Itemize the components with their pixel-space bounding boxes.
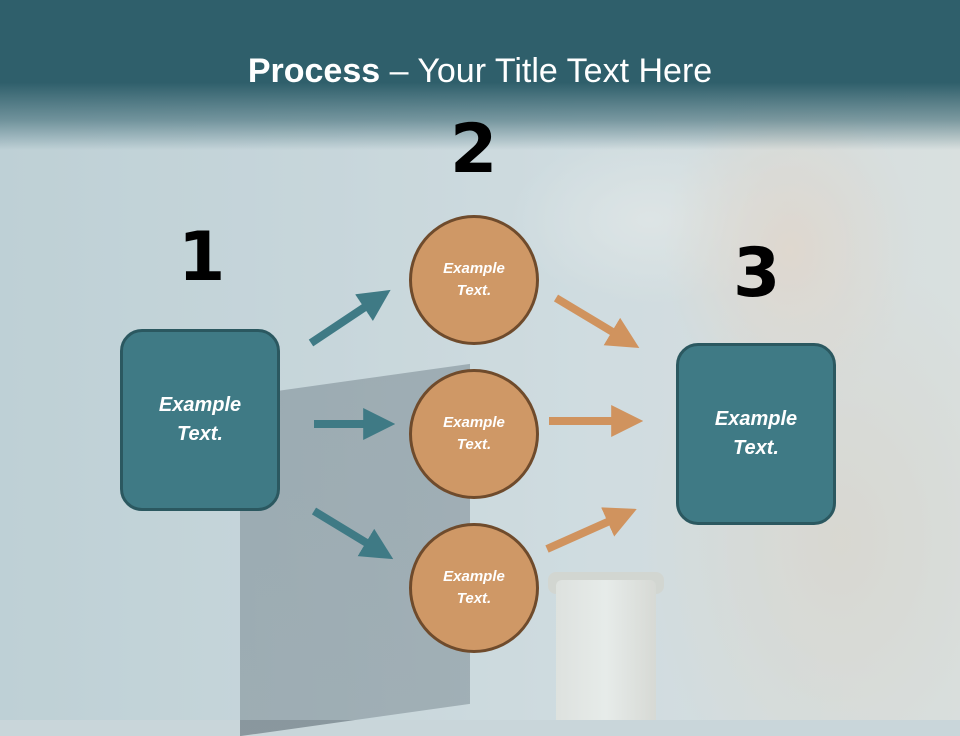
slide-title: Process – Your Title Text Here <box>0 52 960 91</box>
step-number-2: 2 <box>450 110 498 189</box>
step-2-top-circle: Example Text. <box>409 215 539 345</box>
step-number-1: 1 <box>178 218 226 297</box>
coffee-cup <box>556 580 656 720</box>
step-3-box: Example Text. <box>676 343 836 525</box>
arrow-1-to-top <box>308 289 391 347</box>
arrow-top-to-3 <box>553 294 640 348</box>
step-2-top-text: Example Text. <box>443 259 505 300</box>
header-band <box>0 0 960 150</box>
step-2-bottom-circle: Example Text. <box>409 523 539 653</box>
step-1-box: Example Text. <box>120 329 280 511</box>
title-rest: – Your Title Text Here <box>380 52 713 90</box>
step-2-middle-text: Example Text. <box>443 413 505 454</box>
title-bold: Process <box>247 52 381 90</box>
step-3-text: Example Text. <box>714 408 798 459</box>
step-number-3: 3 <box>733 234 781 313</box>
step-2-bottom-text: Example Text. <box>443 567 505 608</box>
arrow-bottom-to-3 <box>545 507 637 553</box>
arrow-1-to-bottom <box>311 507 394 560</box>
step-2-middle-circle: Example Text. <box>409 369 539 499</box>
step-1-text: Example Text. <box>158 394 242 445</box>
arrows-layer <box>308 289 644 560</box>
